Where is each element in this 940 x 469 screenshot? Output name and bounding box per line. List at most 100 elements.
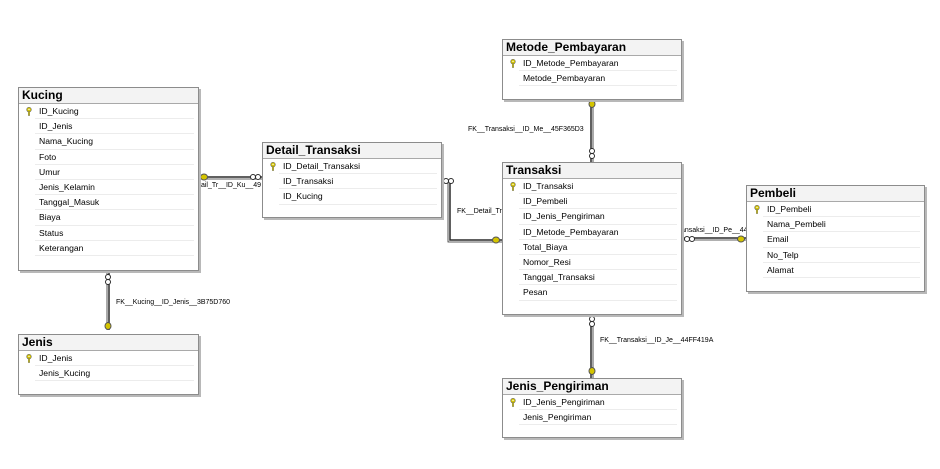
column-name: Nama_Pembeli (767, 219, 826, 230)
column-name: ID_Transaksi (283, 176, 334, 187)
row-divider (519, 253, 677, 255)
column-row[interactable]: Tanggal_Masuk (19, 195, 198, 211)
column-name: Foto (39, 151, 57, 162)
column-row[interactable]: Jenis_Kelamin (19, 180, 198, 196)
primary-key-icon (754, 205, 760, 214)
column-row[interactable]: ID_Detail_Transaksi (263, 159, 441, 175)
column-row[interactable]: Metode_Pembayaran (503, 71, 681, 87)
column-name: ID_Detail_Transaksi (283, 161, 361, 171)
column-name: Pesan (523, 287, 548, 298)
row-divider (763, 261, 920, 263)
row-divider (519, 238, 677, 240)
column-row[interactable]: Jenis_Kucing (19, 366, 198, 382)
fk-label-kucing-jenis: FK__Kucing__ID_Jenis__3B75D760 (116, 299, 231, 306)
rel-end-key-icon (737, 235, 745, 243)
row-divider (35, 224, 194, 226)
row-divider (519, 284, 677, 286)
row-divider (35, 209, 194, 211)
column-row[interactable]: ID_Kucing (263, 189, 441, 205)
row-divider (763, 276, 920, 278)
column-row[interactable]: Nama_Pembeli (747, 217, 924, 233)
row-divider (519, 193, 677, 195)
table-title: Metode_Pembayaran (503, 40, 681, 56)
column-row[interactable]: ID_Transaksi (263, 174, 441, 190)
column-name: Nama_Kucing (39, 136, 93, 147)
column-row[interactable]: No_Telp (747, 248, 924, 263)
column-name: Keterangan (39, 242, 84, 253)
column-row[interactable]: ID_Kucing (19, 104, 198, 120)
fk-label-transaksi-pengiriman: FK__Transaksi__ID_Je__44FF419A (600, 337, 714, 344)
table-title: Jenis (19, 335, 198, 351)
column-name: ID_Transaksi (523, 181, 574, 191)
column-name: ID_Pembeli (767, 204, 812, 214)
row-divider (35, 163, 194, 165)
column-name: ID_Jenis (39, 121, 73, 132)
column-row[interactable]: ID_Transaksi (503, 179, 681, 195)
column-row[interactable]: Nomor_Resi (503, 255, 681, 271)
rel-end-infinity-icon (589, 148, 595, 154)
column-row[interactable]: Jenis_Pengiriman (503, 410, 681, 426)
rel-end-key-icon (104, 322, 112, 330)
fk-label-detail-kucing: tail_Tr__ID_Ku__49 (199, 182, 262, 189)
row-divider (763, 216, 920, 218)
row-divider (519, 70, 677, 72)
column-name: Nomor_Resi (523, 256, 571, 267)
column-name: ID_Metode_Pembayaran (523, 58, 619, 68)
column-name: Status (39, 227, 64, 238)
column-row[interactable]: Email (747, 232, 924, 248)
column-name: Metode_Pembayaran (523, 73, 606, 84)
primary-key-icon (510, 182, 516, 191)
column-row[interactable]: Alamat (747, 263, 924, 278)
column-name: Jenis_Kucing (39, 368, 91, 379)
column-name: ID_Jenis (39, 353, 73, 363)
fk-label-detail-transaksi: FK__Detail_Tr (457, 208, 502, 215)
column-row[interactable]: Pesan (503, 285, 681, 301)
column-row[interactable]: ID_Jenis_Pengiriman (503, 395, 681, 411)
column-row[interactable]: Total_Biaya (503, 240, 681, 255)
row-divider (35, 194, 194, 196)
column-row[interactable]: Foto (19, 150, 198, 165)
column-row[interactable]: Umur (19, 165, 198, 180)
column-name: ID_Kucing (283, 191, 323, 202)
column-name: ID_Jenis_Pengiriman (523, 397, 605, 407)
column-row[interactable]: Tanggal_Transaksi (503, 270, 681, 286)
row-divider (519, 269, 677, 271)
column-row[interactable]: ID_Jenis (19, 351, 198, 367)
column-row[interactable]: ID_Metode_Pembayaran (503, 225, 681, 240)
rel-end-infinity-icon (250, 174, 256, 180)
column-row[interactable]: ID_Metode_Pembayaran (503, 56, 681, 72)
rel-end-key-icon (588, 367, 596, 375)
rel-end-infinity-icon (589, 316, 595, 322)
column-name: Total_Biaya (523, 241, 568, 252)
row-divider (763, 246, 920, 248)
table-title: Jenis_Pengiriman (503, 379, 681, 395)
column-row[interactable]: ID_Jenis_Pengiriman (503, 209, 681, 225)
column-row[interactable]: Status (19, 226, 198, 241)
column-name: Tanggal_Transaksi (523, 272, 595, 283)
column-name: Umur (39, 166, 61, 177)
column-name: Biaya (39, 212, 61, 223)
rel-end-key-icon (492, 236, 500, 244)
column-row[interactable]: ID_Jenis (19, 119, 198, 135)
column-row[interactable]: Nama_Kucing (19, 134, 198, 150)
column-row[interactable]: ID_Pembeli (503, 194, 681, 210)
column-row[interactable]: Biaya (19, 210, 198, 226)
rel-end-infinity-icon (105, 274, 111, 280)
row-divider (35, 148, 194, 150)
column-row[interactable]: ID_Pembeli (747, 202, 924, 218)
rel-end-key-icon (200, 173, 208, 181)
column-row[interactable]: Keterangan (19, 241, 198, 256)
